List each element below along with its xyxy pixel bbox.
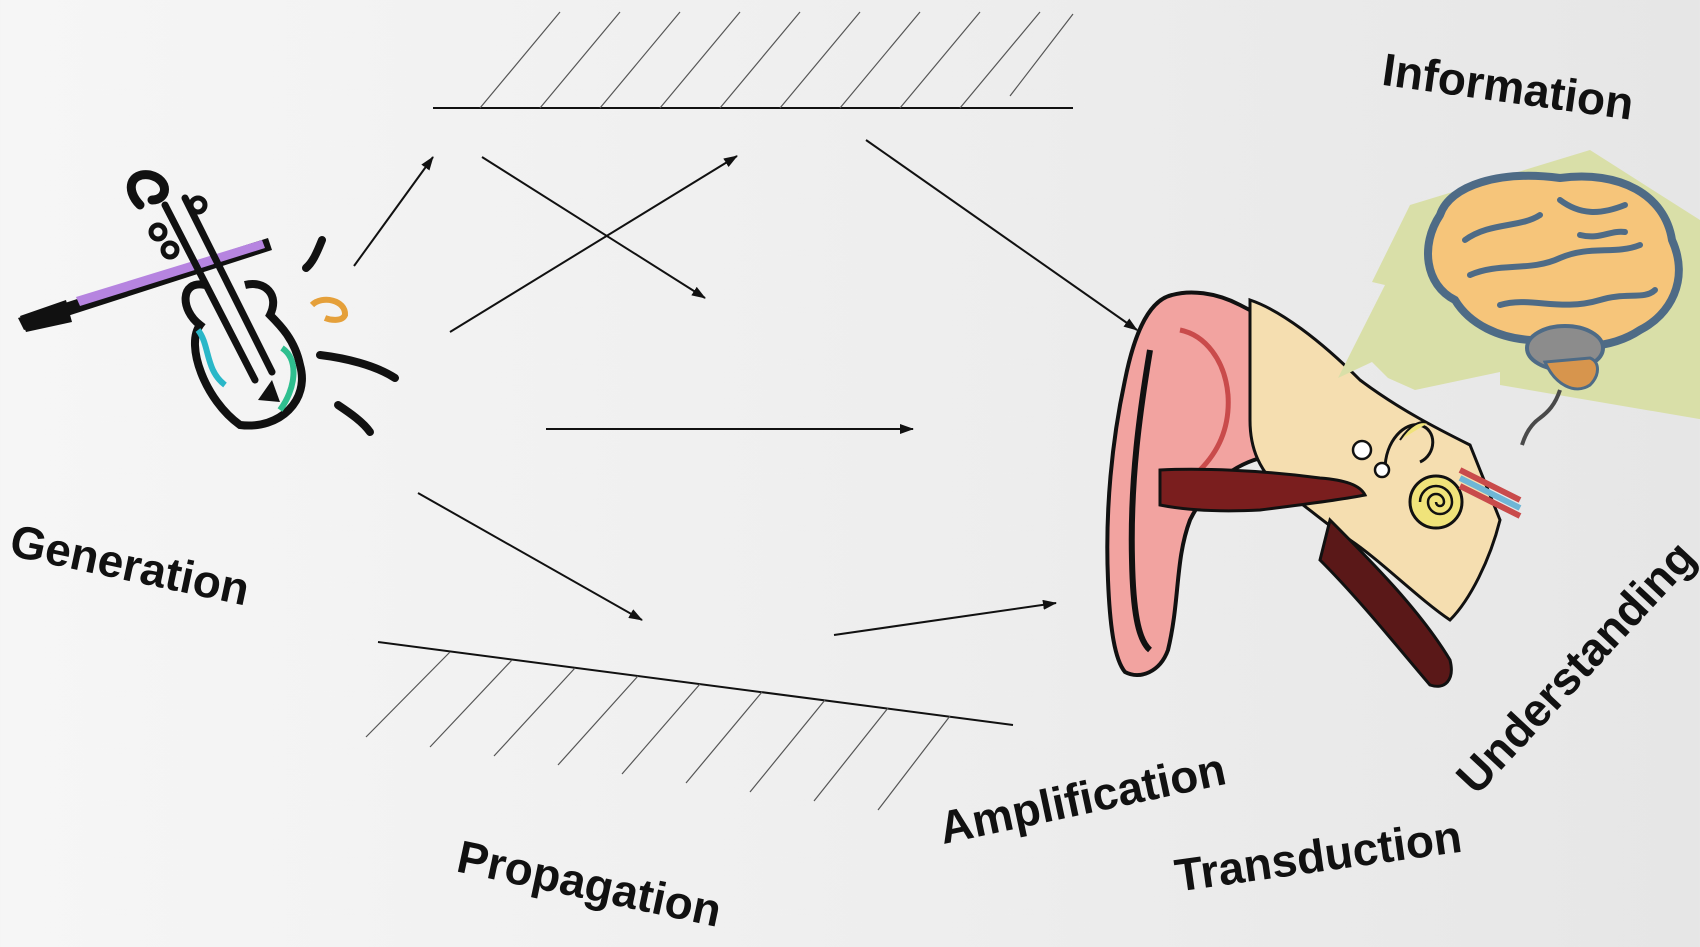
upper-wall: [433, 12, 1073, 108]
sound-wave-marks: [306, 240, 395, 432]
ray-arrow-2: [482, 157, 705, 298]
bow: [18, 238, 272, 332]
cochlea: [1410, 476, 1462, 528]
ray-arrow-4: [866, 140, 1137, 330]
ray-arrow-7: [834, 603, 1056, 635]
violin-icon: [18, 175, 395, 432]
sound-rays: [354, 140, 1137, 635]
lower-wall-hatching: [366, 652, 950, 810]
upper-wall-hatching: [480, 12, 1073, 108]
ray-arrow-6: [418, 493, 642, 620]
ray-arrow-1: [354, 157, 433, 266]
violin-neck: [165, 198, 272, 380]
ray-arrow-3: [450, 156, 737, 332]
violin-scroll: [131, 175, 164, 205]
lower-wall: [366, 642, 1013, 810]
